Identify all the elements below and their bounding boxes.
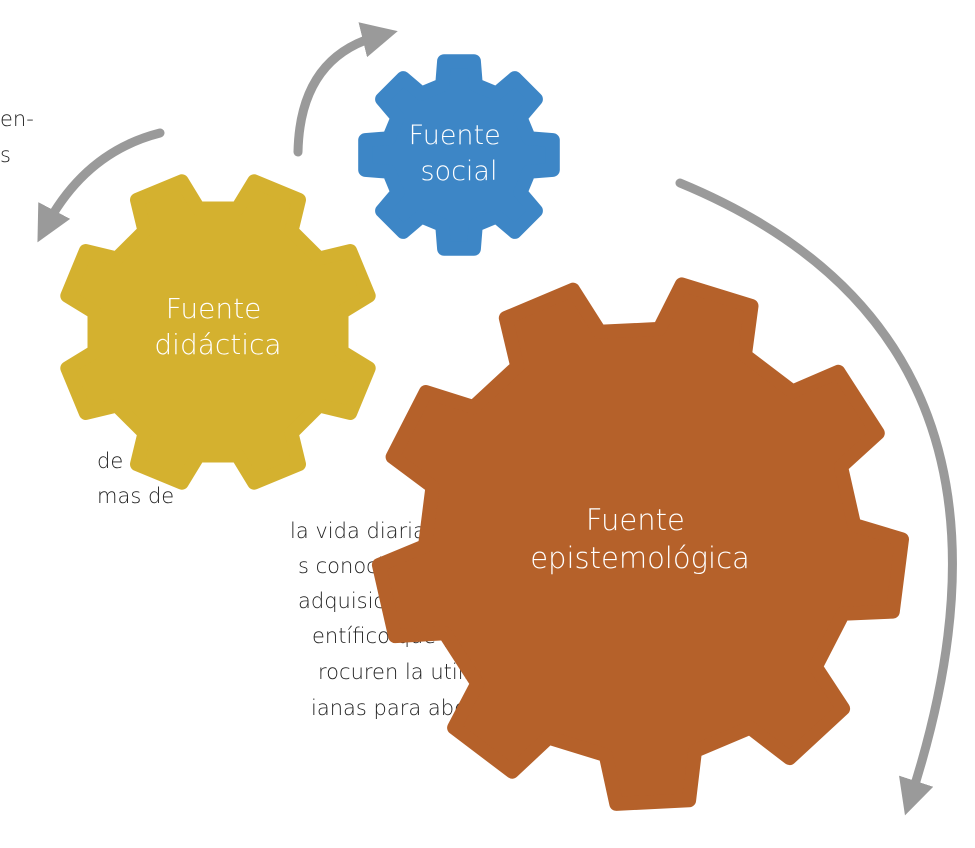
gear-social xyxy=(358,54,560,256)
gear-social-label-line1: Fuente xyxy=(409,120,501,151)
gear-epistemologica xyxy=(371,277,909,811)
text-fragment-1: en- xyxy=(0,107,34,131)
text-fragment-3: de xyxy=(97,449,124,473)
arrow-to-epistemologica xyxy=(675,178,957,816)
text-fragment-2: s xyxy=(0,143,11,167)
gear-social-label: Fuente social xyxy=(409,120,510,187)
gear-epistemologica-label-line2: epistemológica xyxy=(530,541,750,575)
gear-epistemologica-label: Fuente epistemológica xyxy=(530,503,750,575)
arrow-to-social xyxy=(293,22,398,157)
gear-epistemologica-label-line1: Fuente xyxy=(586,503,685,537)
gear-social-label-line2: social xyxy=(421,156,498,187)
gear-didactica-label-line2: didáctica xyxy=(154,328,281,361)
gear-didactica-label-line1: Fuente xyxy=(166,292,262,325)
gear-didactica xyxy=(60,174,376,490)
text-fragment-4: mas de xyxy=(97,484,175,508)
gear-didactica-label: Fuente didáctica xyxy=(154,292,281,361)
arrow-to-didactica xyxy=(37,128,165,243)
